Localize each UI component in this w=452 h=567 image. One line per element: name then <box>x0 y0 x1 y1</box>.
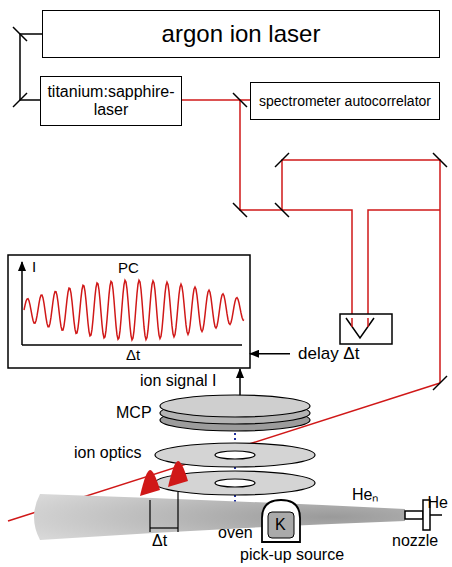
node-text: titanium:sapphire- laser <box>47 83 175 120</box>
part-label: Δt <box>152 532 167 550</box>
device-region: K <box>268 512 294 538</box>
delay-stage <box>340 314 392 344</box>
node-text: delay Δt <box>298 344 359 364</box>
node-text: argon ion laser <box>162 20 321 48</box>
node-text: K <box>275 516 286 534</box>
oven <box>262 500 300 542</box>
signal-arrow <box>239 369 241 398</box>
laser-beam <box>8 100 440 521</box>
part-label: ion optics <box>74 444 142 462</box>
signal-arrow <box>250 353 290 355</box>
device-box: spectrometer autocorrelator <box>250 82 440 120</box>
node-text: spectrometer autocorrelator <box>259 93 431 109</box>
plot-axis <box>22 344 242 346</box>
part-label: pick-up source <box>240 546 344 564</box>
node-text: PC <box>118 259 139 276</box>
node-text: Δt <box>126 346 140 363</box>
retroreflector <box>346 318 374 338</box>
ion-optics <box>155 443 315 495</box>
part-label: ion signal I <box>140 372 217 390</box>
mcp-plates <box>160 395 310 431</box>
interference-signal <box>24 280 244 340</box>
device-region: delay Δt <box>290 312 394 364</box>
part-label: He <box>428 494 448 512</box>
device-region: PC I Δt <box>8 255 250 368</box>
part-label: nozzle <box>392 532 438 550</box>
mirror <box>13 27 27 107</box>
part-label: Heₙ <box>352 486 378 504</box>
mirror <box>233 93 447 390</box>
part-label: MCP <box>116 404 152 422</box>
pc-screen <box>8 255 250 368</box>
pump-beam <box>20 34 42 100</box>
potassium-cell <box>268 512 294 538</box>
delay-bracket <box>150 492 178 532</box>
device-box: titanium:sapphire- laser <box>40 76 182 126</box>
node-text: I <box>32 258 36 275</box>
laser-pulse <box>140 461 188 496</box>
part-label: oven <box>218 524 253 542</box>
plot-axis <box>21 262 23 345</box>
device-box: argon ion laser <box>42 10 440 58</box>
